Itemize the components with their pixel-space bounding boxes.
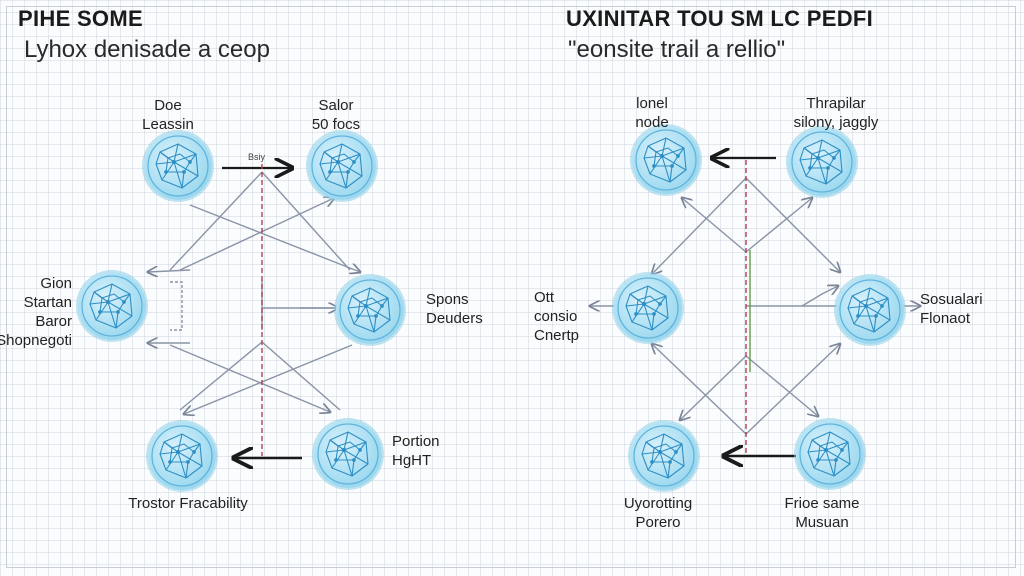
network-node	[336, 276, 404, 344]
edge	[189, 204, 360, 272]
right-panel: UXINITAR TOU SM LC PEDFI "eonsite trail …	[512, 0, 1024, 576]
node-label: Trostor Fracability	[128, 495, 248, 512]
network-node	[144, 132, 212, 200]
edge	[682, 198, 747, 253]
right-panel-subtitle: "eonsite trail a rellio"	[568, 36, 786, 63]
edge	[261, 341, 341, 411]
network-node	[308, 132, 376, 200]
right-network-edges	[512, 0, 1024, 576]
edge	[169, 171, 263, 271]
network-node	[796, 420, 864, 488]
edge	[184, 344, 353, 414]
edge	[179, 198, 334, 271]
edge	[745, 177, 840, 272]
network-node	[314, 420, 382, 488]
network-node	[788, 128, 856, 196]
edge	[652, 177, 747, 274]
network-node	[836, 276, 904, 344]
diagram-frame	[6, 6, 1016, 568]
network-node	[632, 126, 700, 194]
edge	[148, 270, 191, 272]
network-node	[78, 272, 146, 340]
left-panel-subtitle: Lyhox denisade a ceop	[24, 36, 270, 63]
edge	[801, 286, 838, 307]
edge	[261, 171, 351, 271]
edge	[745, 344, 840, 435]
edge	[169, 344, 330, 412]
right-panel-title: UXINITAR TOU SM LC PEDFI	[566, 6, 874, 31]
edge	[652, 344, 747, 435]
network-node	[614, 274, 682, 342]
edge	[179, 341, 263, 411]
left-network-edges	[0, 0, 512, 576]
network-node	[148, 422, 216, 490]
network-node	[630, 422, 698, 490]
left-panel-title: PIHE SOME	[18, 6, 143, 31]
edge	[680, 355, 747, 420]
edge	[745, 198, 812, 253]
arrow-note: Bsiy	[248, 152, 266, 162]
edge	[745, 355, 818, 416]
left-panel: PIHE SOME Lyhox denisade a ceop	[0, 0, 512, 576]
edge	[170, 281, 183, 331]
